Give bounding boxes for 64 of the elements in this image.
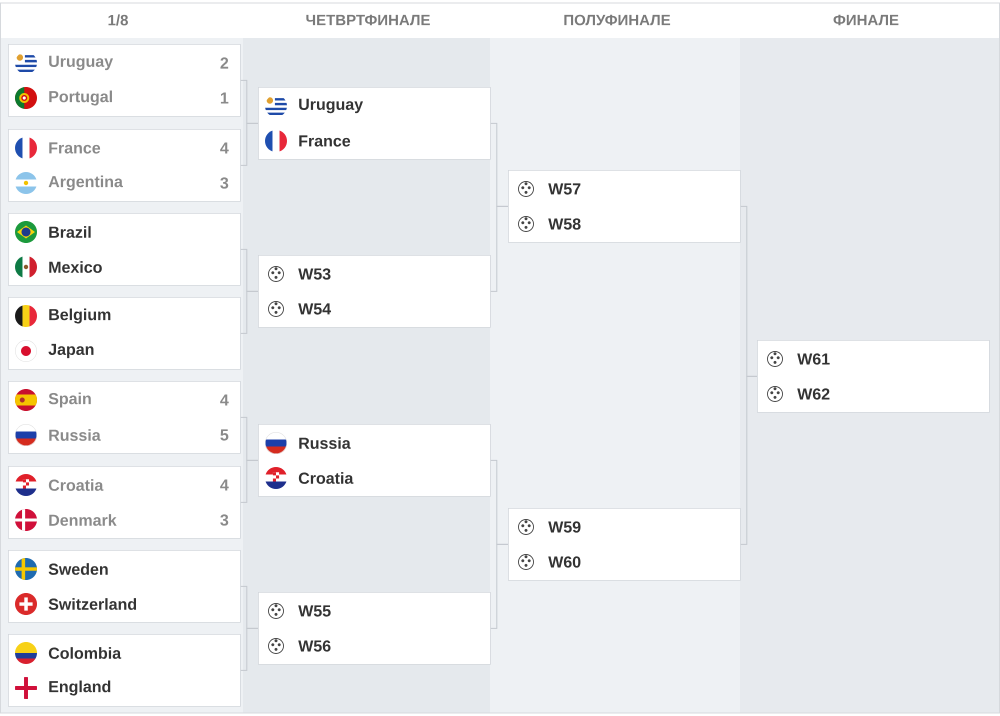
team-name: W58 [548,218,581,230]
match-box [508,170,741,243]
bracket-line [240,290,258,334]
team-name: Portugal [49,90,112,106]
match-box [258,255,491,328]
match-box [8,129,241,202]
match-box [8,466,241,539]
match-box [508,508,741,581]
team-name: Belgium [49,308,110,324]
team-name: Croatia [48,479,104,491]
team-name: Sweden [48,563,108,575]
bracket-line [240,628,258,671]
team-name: W56 [298,640,331,652]
team-name: W61 [797,353,830,365]
column-header: ФИНАЛЕ [834,14,898,26]
team-name: Japan [48,344,94,358]
team-name: Russia [299,437,351,449]
score: 5 [220,429,228,441]
match-box [258,424,491,497]
match-box [8,44,241,117]
team-name: Spain [48,392,91,408]
team-name: W57 [548,183,580,195]
score: 2 [220,57,228,69]
team-name: Switzerland [48,598,136,610]
bracket-line [490,206,508,292]
match-box [8,213,241,286]
team-name: Denmark [49,514,117,526]
score: 1 [220,92,228,104]
score: 3 [220,514,228,526]
team-name: France [299,135,350,147]
team-name: France [49,142,100,154]
team-name: Croatia [298,472,354,484]
team-name: W55 [298,605,331,617]
team-name: W60 [548,556,580,568]
match-box [258,87,491,160]
team-name: Argentina [48,176,123,190]
bracket-line [740,376,758,545]
team-name: Brazil [49,226,91,238]
score: 3 [220,177,228,189]
team-name: W54 [298,303,332,315]
column-header: 1/8 [108,14,128,26]
match-box [757,340,990,413]
team-name: W53 [298,268,331,280]
team-name: Uruguay [49,56,114,70]
team-name: Colombia [48,647,122,659]
match-box [8,297,241,370]
bracket-line [490,544,508,629]
match-box [8,381,241,454]
team-name: W62 [797,388,830,400]
team-name: England [49,680,110,696]
bracket-line [240,122,258,166]
score: 4 [220,142,229,154]
column-header: ЧЕТВРТФИНАЛЕ [306,14,430,26]
score: 4 [220,394,229,406]
score: 4 [220,480,229,490]
team-name: Mexico [49,261,102,273]
column-header: ПОЛУФИНАЛЕ [564,14,670,26]
match-box [8,550,241,623]
match-box [258,592,491,665]
bracket-line [240,460,258,503]
team-name: Uruguay [299,98,364,114]
team-name: W59 [548,521,580,533]
match-box [8,634,241,707]
team-name: Russia [49,429,101,441]
